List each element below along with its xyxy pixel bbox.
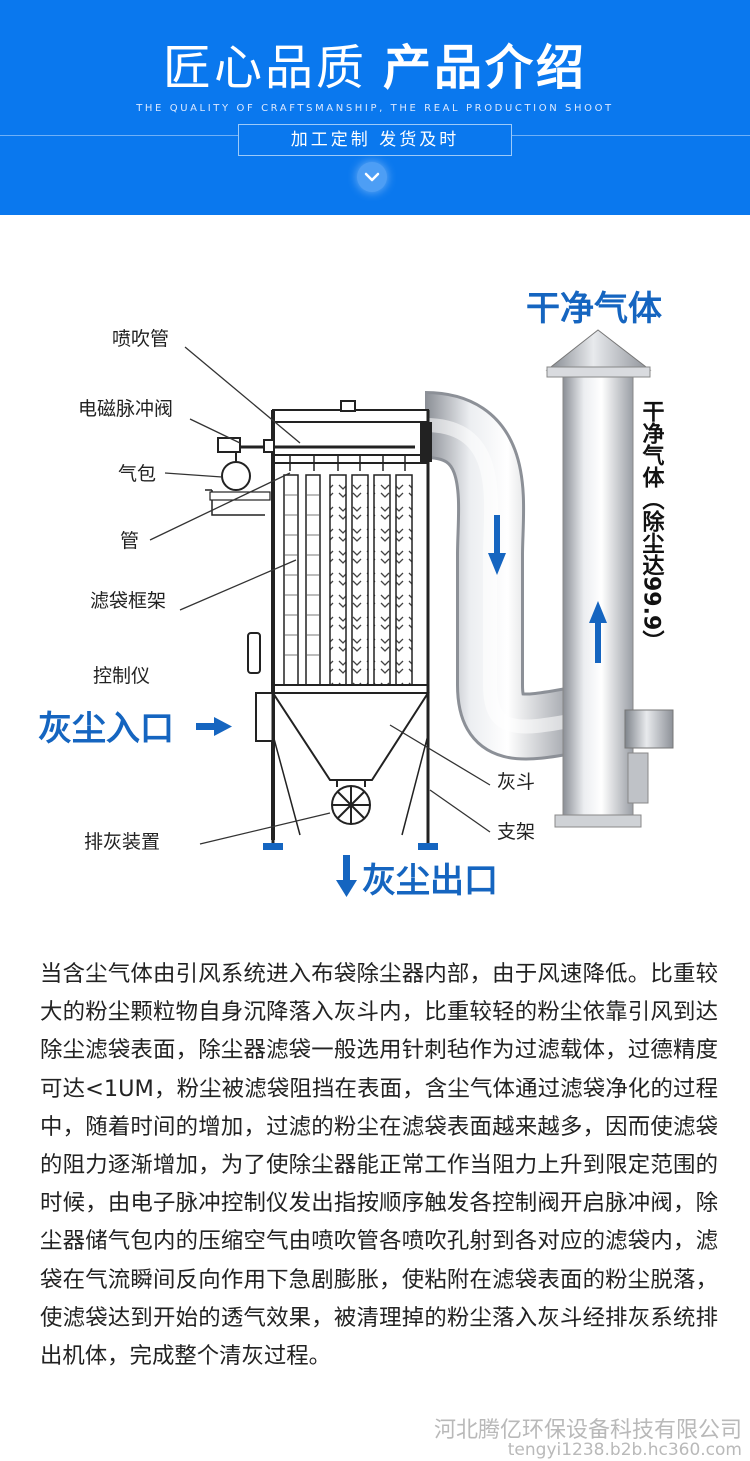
clean-gas-title: 干净气体 — [526, 289, 662, 329]
inlet-arrow-icon — [196, 717, 232, 736]
label-controller: 控制仪 — [93, 665, 150, 687]
outlet-duct — [420, 391, 582, 761]
banner-divider-left — [0, 135, 238, 136]
leader-lines — [149, 346, 491, 845]
banner-divider-right — [512, 135, 750, 136]
header-banner: 匠心品质产品介绍 THE QUALITY OF CRAFTSMANSHIP, T… — [0, 0, 750, 215]
label-pipe: 管 — [120, 530, 139, 552]
banner-title: 匠心品质产品介绍 — [0, 38, 750, 98]
chevron-down-icon — [357, 162, 387, 192]
outlet-arrow-icon — [336, 855, 357, 897]
dust-inlet-label: 灰尘入口 — [38, 709, 174, 749]
downflow-arrow-icon — [488, 515, 506, 575]
watermark-url: tengyi1238.b2b.hc360.com — [507, 1440, 742, 1460]
label-support: 支架 — [497, 821, 535, 843]
label-ash-hopper: 灰斗 — [497, 771, 535, 793]
title-bold: 产品介绍 — [383, 40, 588, 96]
clean-gas-vertical-label: 干净气体（除尘达99.9） — [639, 400, 666, 652]
leg-foot-left — [263, 843, 283, 850]
exhaust-stack — [545, 329, 674, 828]
watermark-company: 河北腾亿环保设备科技有限公司 — [433, 1418, 742, 1443]
label-air-bag: 气包 — [118, 463, 156, 485]
dust-outlet-label: 灰尘出口 — [362, 861, 498, 901]
label-bag-frame: 滤袋框架 — [90, 590, 166, 612]
label-discharge-device: 排灰装置 — [84, 831, 160, 853]
upflow-arrow-icon — [589, 601, 607, 663]
collector-body — [205, 400, 430, 845]
description-paragraph: 当含尘气体由引风系统进入布袋除尘器内部，由于风速降低。比重较大的粉尘颗粒物自身沉… — [40, 961, 718, 1370]
banner-subtitle: THE QUALITY OF CRAFTSMANSHIP, THE REAL P… — [136, 103, 614, 114]
label-blow-pipe: 喷吹管 — [112, 328, 169, 350]
label-solenoid-valve: 电磁脉冲阀 — [78, 398, 173, 420]
leg-foot-right — [418, 843, 438, 850]
dust-collector-diagram: 喷吹管 电磁脉冲阀 气包 管 滤袋框架 控制仪 灰斗 支架 排灰装置 干净气体 … — [38, 289, 674, 901]
banner-tagline: 加工定制 发货及时 — [238, 124, 512, 156]
title-light: 匠心品质 — [162, 40, 367, 96]
